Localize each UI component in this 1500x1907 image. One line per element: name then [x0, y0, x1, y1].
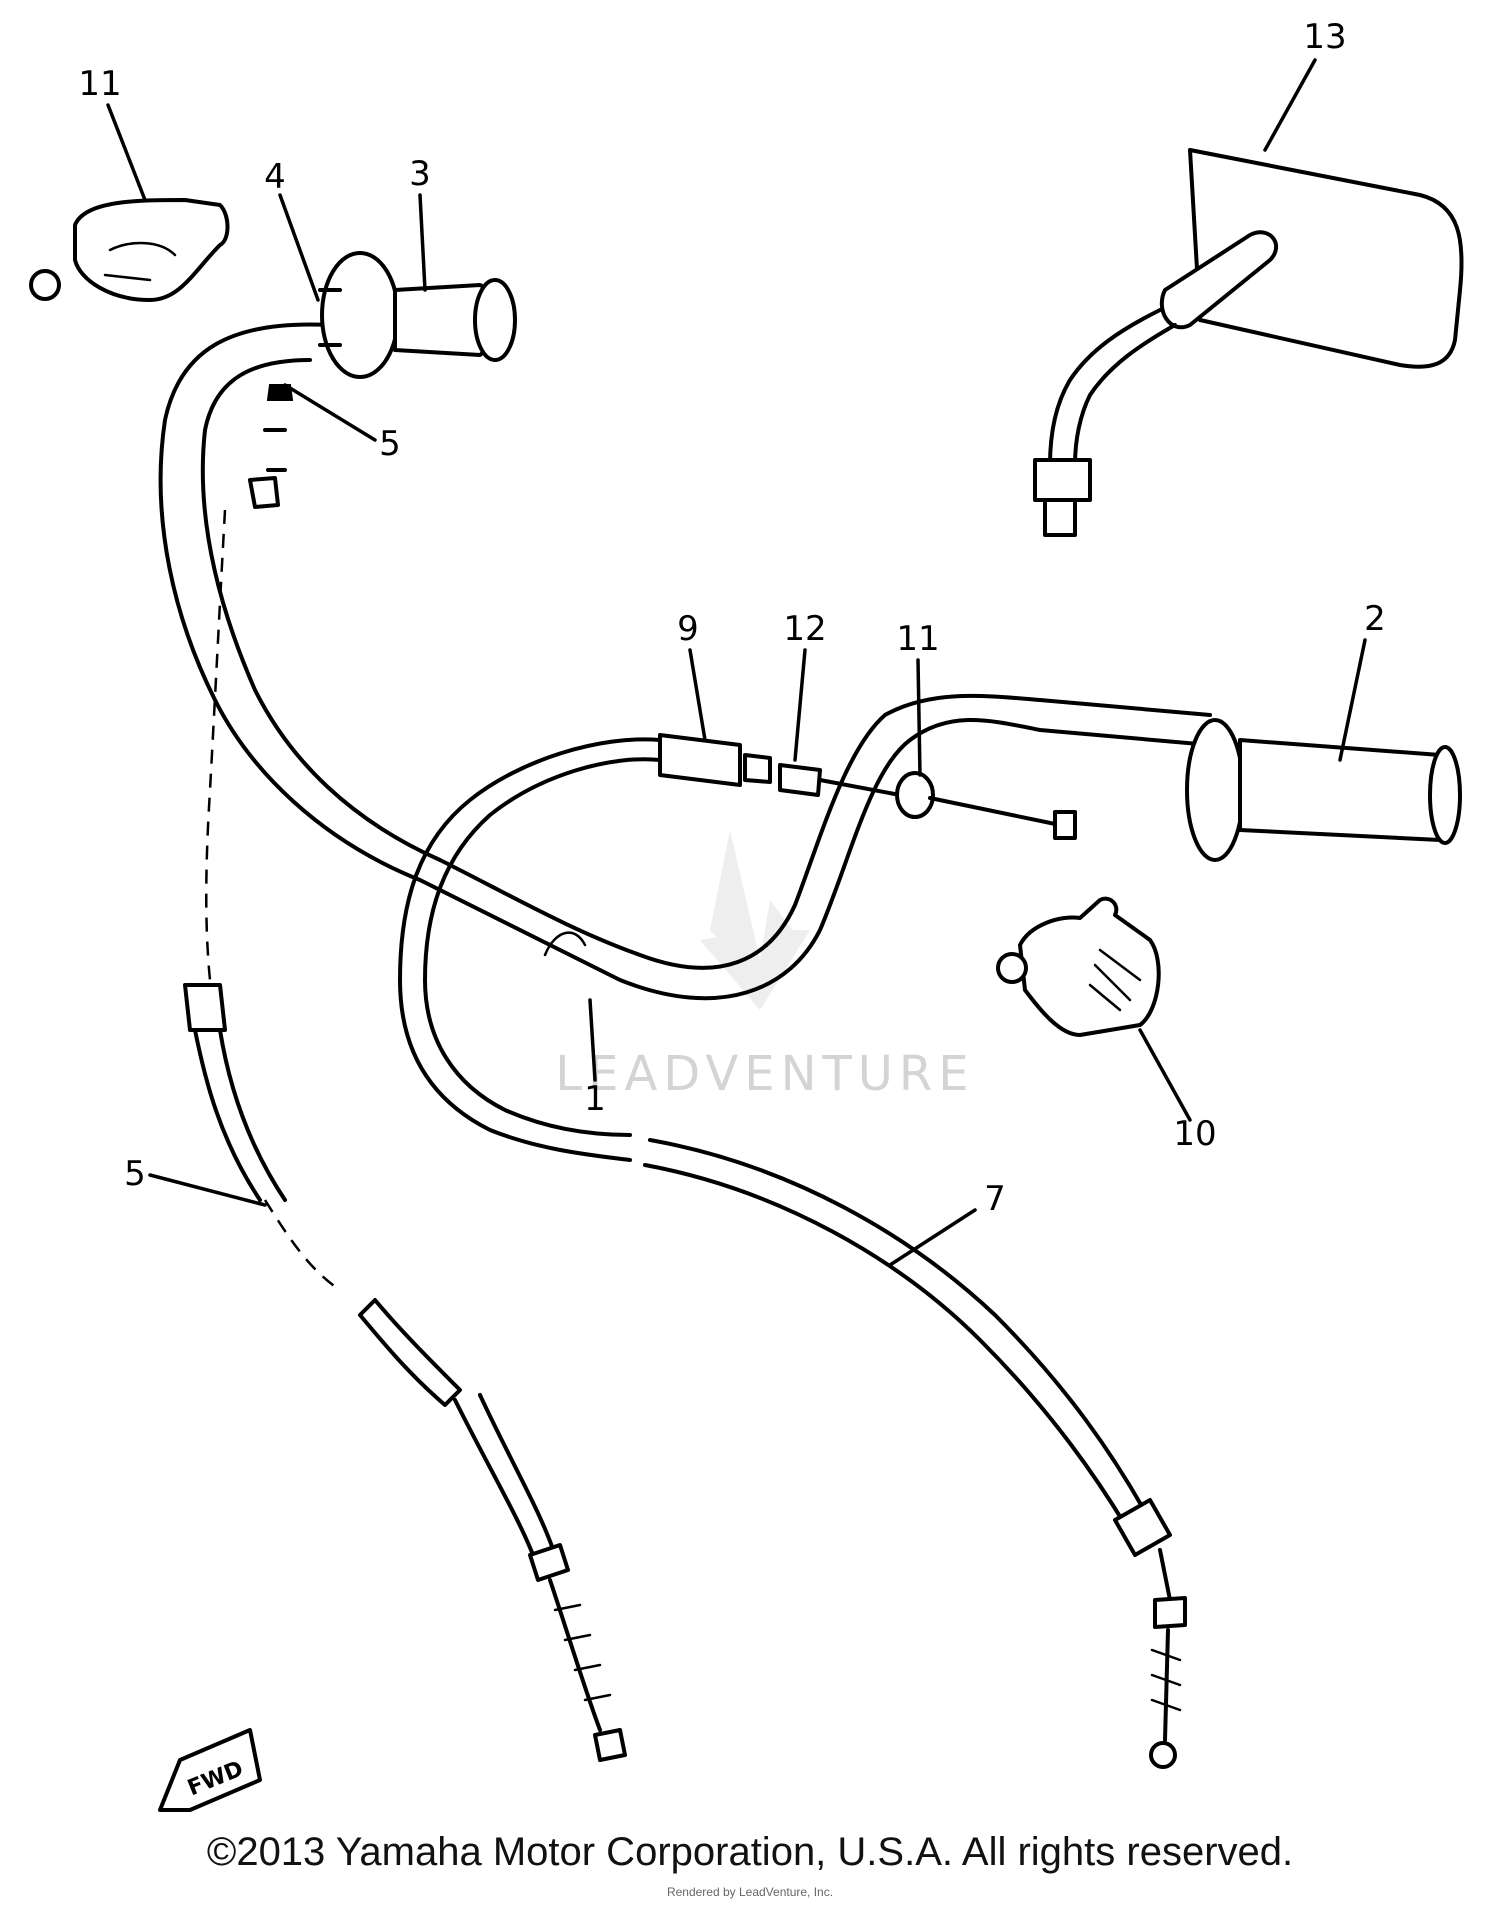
handlebar — [158, 322, 1212, 1001]
callout-10: 11 — [78, 64, 121, 104]
callout-12: 12 — [783, 609, 826, 649]
mirror — [1033, 148, 1464, 537]
forward-arrow: FWD — [158, 1728, 262, 1812]
callout-4: 4 — [264, 157, 286, 197]
callout-5-lower: 5 — [124, 1154, 146, 1194]
copyright-notice: ©2013 Yamaha Motor Corporation, U.S.A. A… — [206, 1830, 1294, 1874]
watermark-logo — [700, 830, 810, 1010]
callout-5-upper: 5 — [379, 424, 401, 464]
callout-7: 7 — [984, 1179, 1006, 1219]
callout-2: 2 — [1364, 599, 1386, 639]
callout-8: 9 — [677, 609, 699, 649]
callout-11: 11 — [896, 619, 939, 659]
right-grip — [1185, 718, 1462, 862]
right-switch — [996, 896, 1161, 1037]
clutch-cable — [183, 509, 627, 1762]
callouts: 11 4 3 13 5 9 12 11 2 1 10 7 5 — [78, 17, 1385, 1219]
left-grip — [318, 251, 517, 379]
throttle-cable — [398, 737, 1187, 1769]
callout-13: 13 — [1303, 17, 1346, 57]
callout-3: 3 — [409, 154, 431, 194]
cable-adjuster — [658, 733, 1077, 840]
left-switch-holder — [29, 198, 230, 302]
credit-text: Rendered by LeadVenture, Inc. — [666, 1885, 834, 1899]
watermark-text: LEADVENTURE — [555, 1046, 974, 1102]
callout-1: 1 — [584, 1079, 606, 1119]
leader-lines — [106, 58, 1367, 1267]
bolt-part-6 — [248, 384, 294, 509]
callout-9: 10 — [1173, 1114, 1216, 1154]
